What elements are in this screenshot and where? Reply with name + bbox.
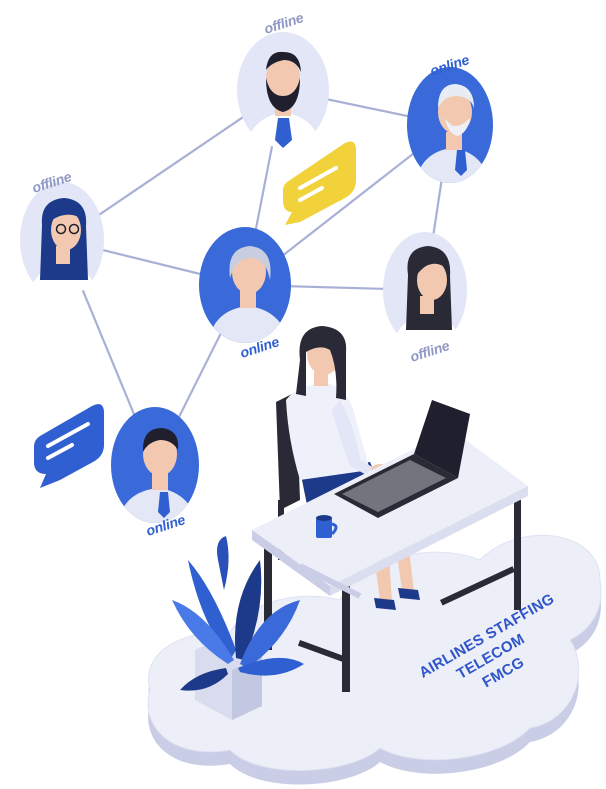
chat-bubble-blue — [34, 404, 104, 488]
laptop-icon — [334, 400, 470, 518]
cloud-platform — [147, 534, 602, 785]
avatar-node-left[interactable]: offline — [20, 168, 104, 300]
chat-bubble-yellow — [283, 141, 356, 225]
avatar-node-right-mid[interactable]: offline — [383, 232, 467, 365]
mug-icon — [316, 515, 338, 538]
potted-plant — [172, 536, 304, 720]
avatar-node-center[interactable]: online — [199, 227, 291, 361]
avatar-node-right-top[interactable]: online — [407, 51, 493, 185]
avatar-node-top[interactable]: offline — [237, 9, 329, 150]
avatar-node-bottom[interactable]: online — [111, 407, 199, 539]
